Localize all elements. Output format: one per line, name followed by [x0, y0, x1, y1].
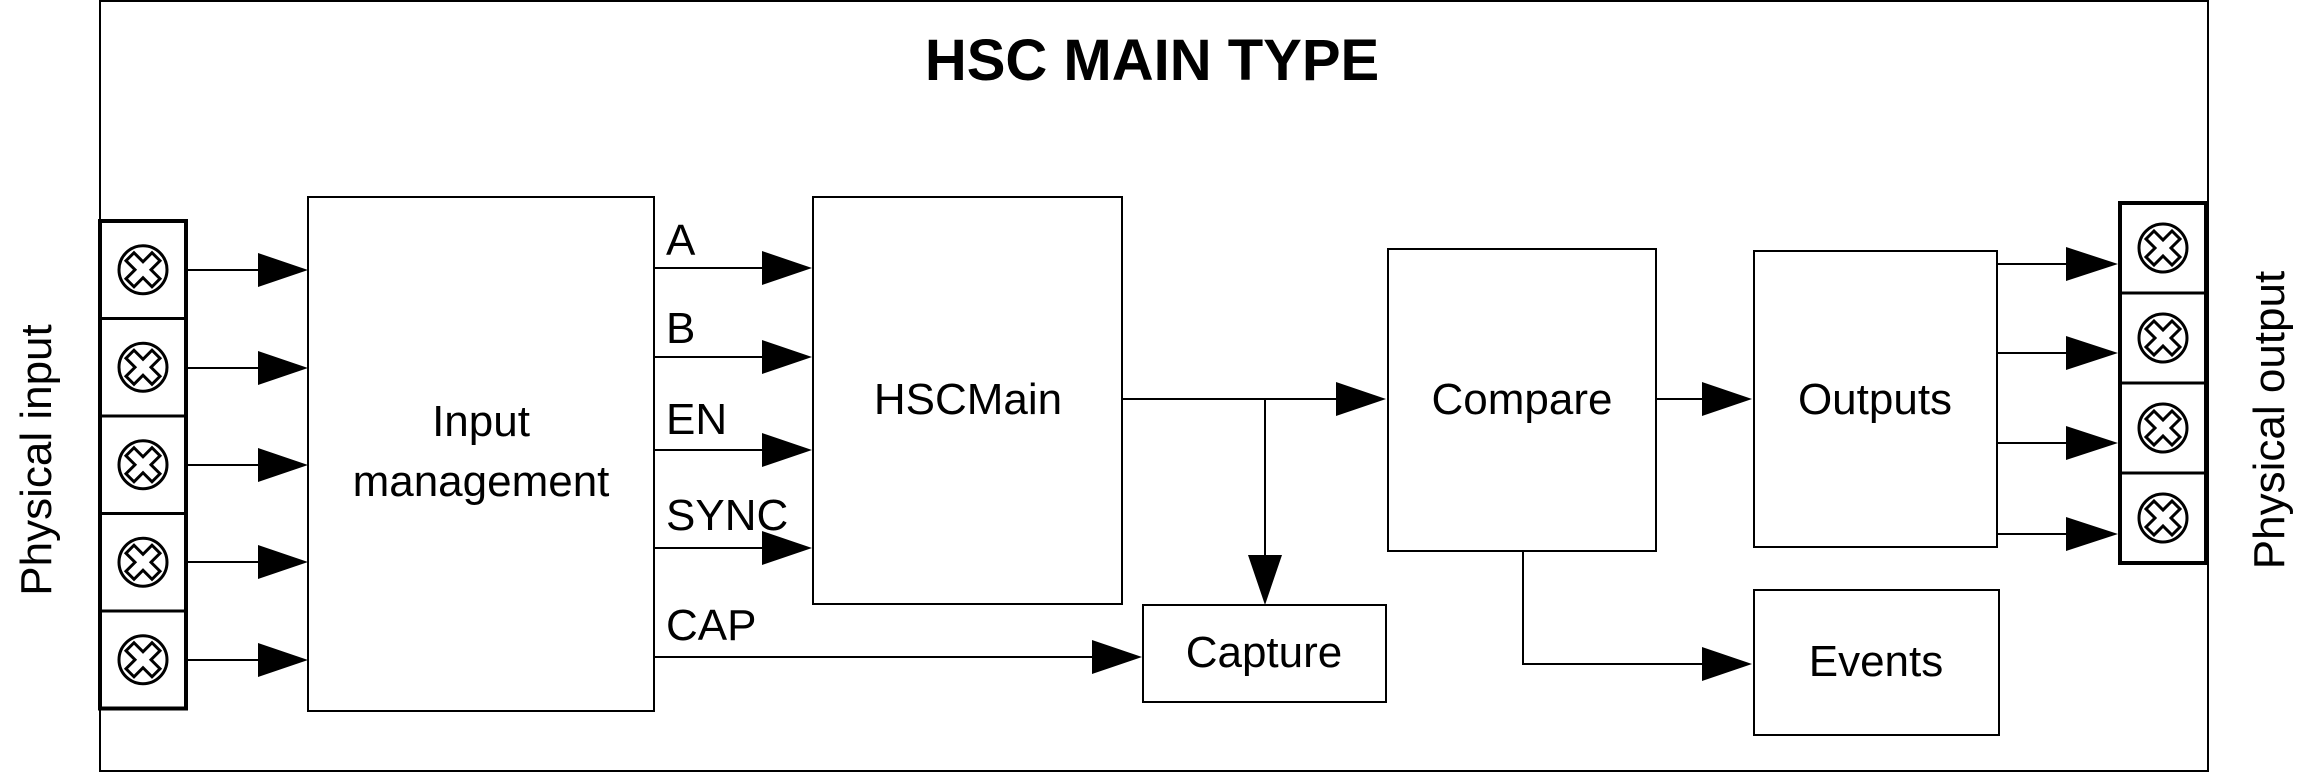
arrowhead-signal-cap — [1092, 640, 1142, 674]
arrowhead-output-4 — [2066, 517, 2118, 551]
arrowhead-capture — [1248, 555, 1282, 605]
screw-terminal-icon — [2137, 492, 2189, 544]
arrowhead-signal-a — [762, 251, 812, 285]
screw-terminal-icon — [2137, 312, 2189, 364]
physical-output-label: Physical output — [2245, 271, 2294, 569]
compare-events-wire — [1522, 552, 1702, 665]
screw-terminal-icon — [117, 634, 169, 686]
compare-label: Compare — [1432, 375, 1613, 424]
signal-sync-label: SYNC — [666, 491, 788, 540]
arrowhead-events — [1702, 647, 1752, 681]
signal-en-label: EN — [666, 395, 727, 444]
wires — [188, 263, 2066, 665]
screw-terminal-icon — [117, 439, 169, 491]
input-management-label-line-2: management — [353, 457, 610, 506]
arrowhead-input-4 — [258, 545, 308, 579]
arrowhead-input-1 — [258, 253, 308, 287]
events-label: Events — [1809, 637, 1944, 686]
screw-terminal-icon — [2137, 402, 2189, 454]
arrowhead-signal-sync — [762, 531, 812, 565]
events-block: Events — [1753, 589, 2000, 736]
signal-cap-label: CAP — [666, 601, 756, 650]
physical-input-label: Physical input — [12, 324, 61, 595]
diagram-title: HSC MAIN TYPE — [925, 28, 1379, 93]
screw-terminal-icon — [2137, 222, 2189, 274]
input-management-label-line-1: Input — [432, 397, 530, 446]
screw-terminal-icon — [117, 244, 169, 296]
hscmain-block: HSCMain — [812, 196, 1123, 605]
input-terminal-strip — [98, 219, 188, 711]
arrowhead-output-3 — [2066, 426, 2118, 460]
arrowhead-input-5 — [258, 643, 308, 677]
output-terminal-strip — [2118, 201, 2208, 565]
arrowhead-input-2 — [258, 351, 308, 385]
input-management-block: Input management — [307, 196, 655, 712]
screw-terminal-icon — [117, 341, 169, 393]
arrowhead-signal-en — [762, 433, 812, 467]
capture-label: Capture — [1186, 628, 1343, 677]
screw-terminal-icon — [117, 536, 169, 588]
hscmain-label: HSCMain — [874, 375, 1062, 424]
arrowhead-output-1 — [2066, 247, 2118, 281]
arrowhead-output-2 — [2066, 336, 2118, 370]
outputs-label: Outputs — [1798, 375, 1952, 424]
input-terminal-strip-frame — [98, 219, 188, 711]
arrowhead-signal-b — [762, 340, 812, 374]
arrowhead-outputs — [1702, 382, 1752, 416]
compare-block: Compare — [1387, 248, 1657, 552]
outputs-block: Outputs — [1753, 250, 1998, 548]
signal-b-label: B — [666, 304, 695, 353]
arrowhead-input-3 — [258, 448, 308, 482]
arrowhead-compare — [1336, 382, 1386, 416]
capture-block: Capture — [1142, 604, 1387, 703]
signal-a-label: A — [666, 216, 696, 265]
arrowheads — [258, 247, 2118, 681]
